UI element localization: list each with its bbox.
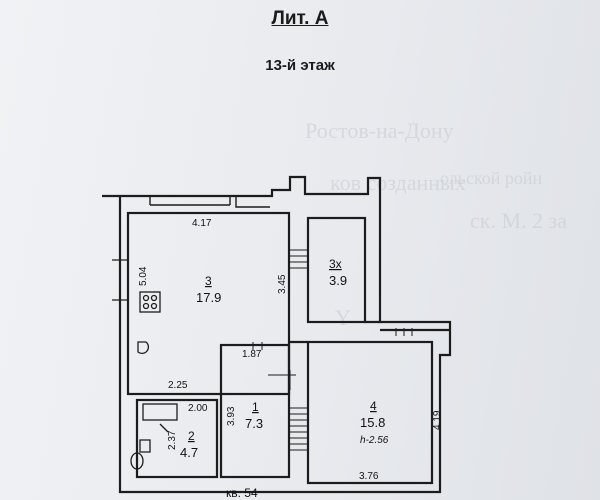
room-3-number: 3 bbox=[205, 274, 212, 288]
dim-room3-bottom: 2.25 bbox=[168, 380, 188, 391]
apartment-label: кв. 54 bbox=[226, 486, 258, 500]
door-hatch-right bbox=[395, 328, 413, 336]
room-1-outline bbox=[219, 343, 291, 479]
ghost-text-3: ольской ройн bbox=[440, 168, 543, 188]
ghost-text-2: ков созданных bbox=[330, 170, 466, 195]
door-hatch-room3 bbox=[289, 249, 308, 269]
room-1-number: 1 bbox=[252, 400, 259, 414]
washbasin-icon bbox=[139, 439, 151, 453]
dim-room1-left: 3.93 bbox=[226, 406, 237, 426]
room-4-height: h-2.56 bbox=[360, 435, 389, 446]
ghost-text-1: Ростов-на-Дону bbox=[305, 118, 454, 143]
door-hatch-corridor bbox=[268, 370, 296, 390]
door-hatch-room4 bbox=[289, 407, 308, 451]
dim-room3-top: 4.17 bbox=[192, 218, 212, 229]
dim-room2-left: 2.37 bbox=[167, 430, 178, 450]
room-1-area: 7.3 bbox=[245, 416, 263, 431]
room-4-outline bbox=[306, 340, 434, 485]
outer-wall bbox=[102, 175, 452, 494]
room-4-area: 15.8 bbox=[360, 415, 385, 430]
toilet-icon bbox=[130, 452, 144, 470]
window-top-right bbox=[235, 196, 270, 208]
room-2-outline bbox=[135, 398, 219, 479]
ghost-text-5: Y bbox=[335, 305, 351, 330]
room-3x-area: 3.9 bbox=[329, 273, 347, 288]
dim-room4-right: 4.19 bbox=[432, 410, 443, 430]
left-wall-marks bbox=[112, 259, 128, 301]
kitchen-sink-icon bbox=[137, 341, 150, 355]
dim-room1-top: 1.87 bbox=[242, 349, 262, 360]
stove-icon bbox=[139, 291, 161, 313]
bathtub-icon bbox=[142, 403, 178, 421]
dim-room3-left: 5.04 bbox=[138, 266, 149, 286]
dim-room4-bottom: 3.76 bbox=[359, 471, 379, 482]
room-2-area: 4.7 bbox=[180, 445, 198, 460]
room-3-outline bbox=[126, 211, 291, 396]
ghost-text-4: ск. М. 2 за bbox=[470, 208, 567, 233]
room-3-area: 17.9 bbox=[196, 290, 221, 305]
room-4-number: 4 bbox=[370, 399, 377, 413]
window-top-left bbox=[149, 196, 231, 206]
dim-room2-top: 2.00 bbox=[188, 403, 208, 414]
page-title: Лит. А bbox=[271, 8, 329, 29]
shower-icon bbox=[159, 423, 169, 433]
room-3x-number: 3х bbox=[329, 257, 342, 271]
dim-room3x-left: 3.45 bbox=[277, 274, 288, 294]
door-hatch-room1 bbox=[252, 342, 263, 350]
corridor-wall bbox=[289, 320, 450, 344]
room-2-number: 2 bbox=[188, 429, 195, 443]
floor-label: 13-й этаж bbox=[265, 57, 335, 74]
